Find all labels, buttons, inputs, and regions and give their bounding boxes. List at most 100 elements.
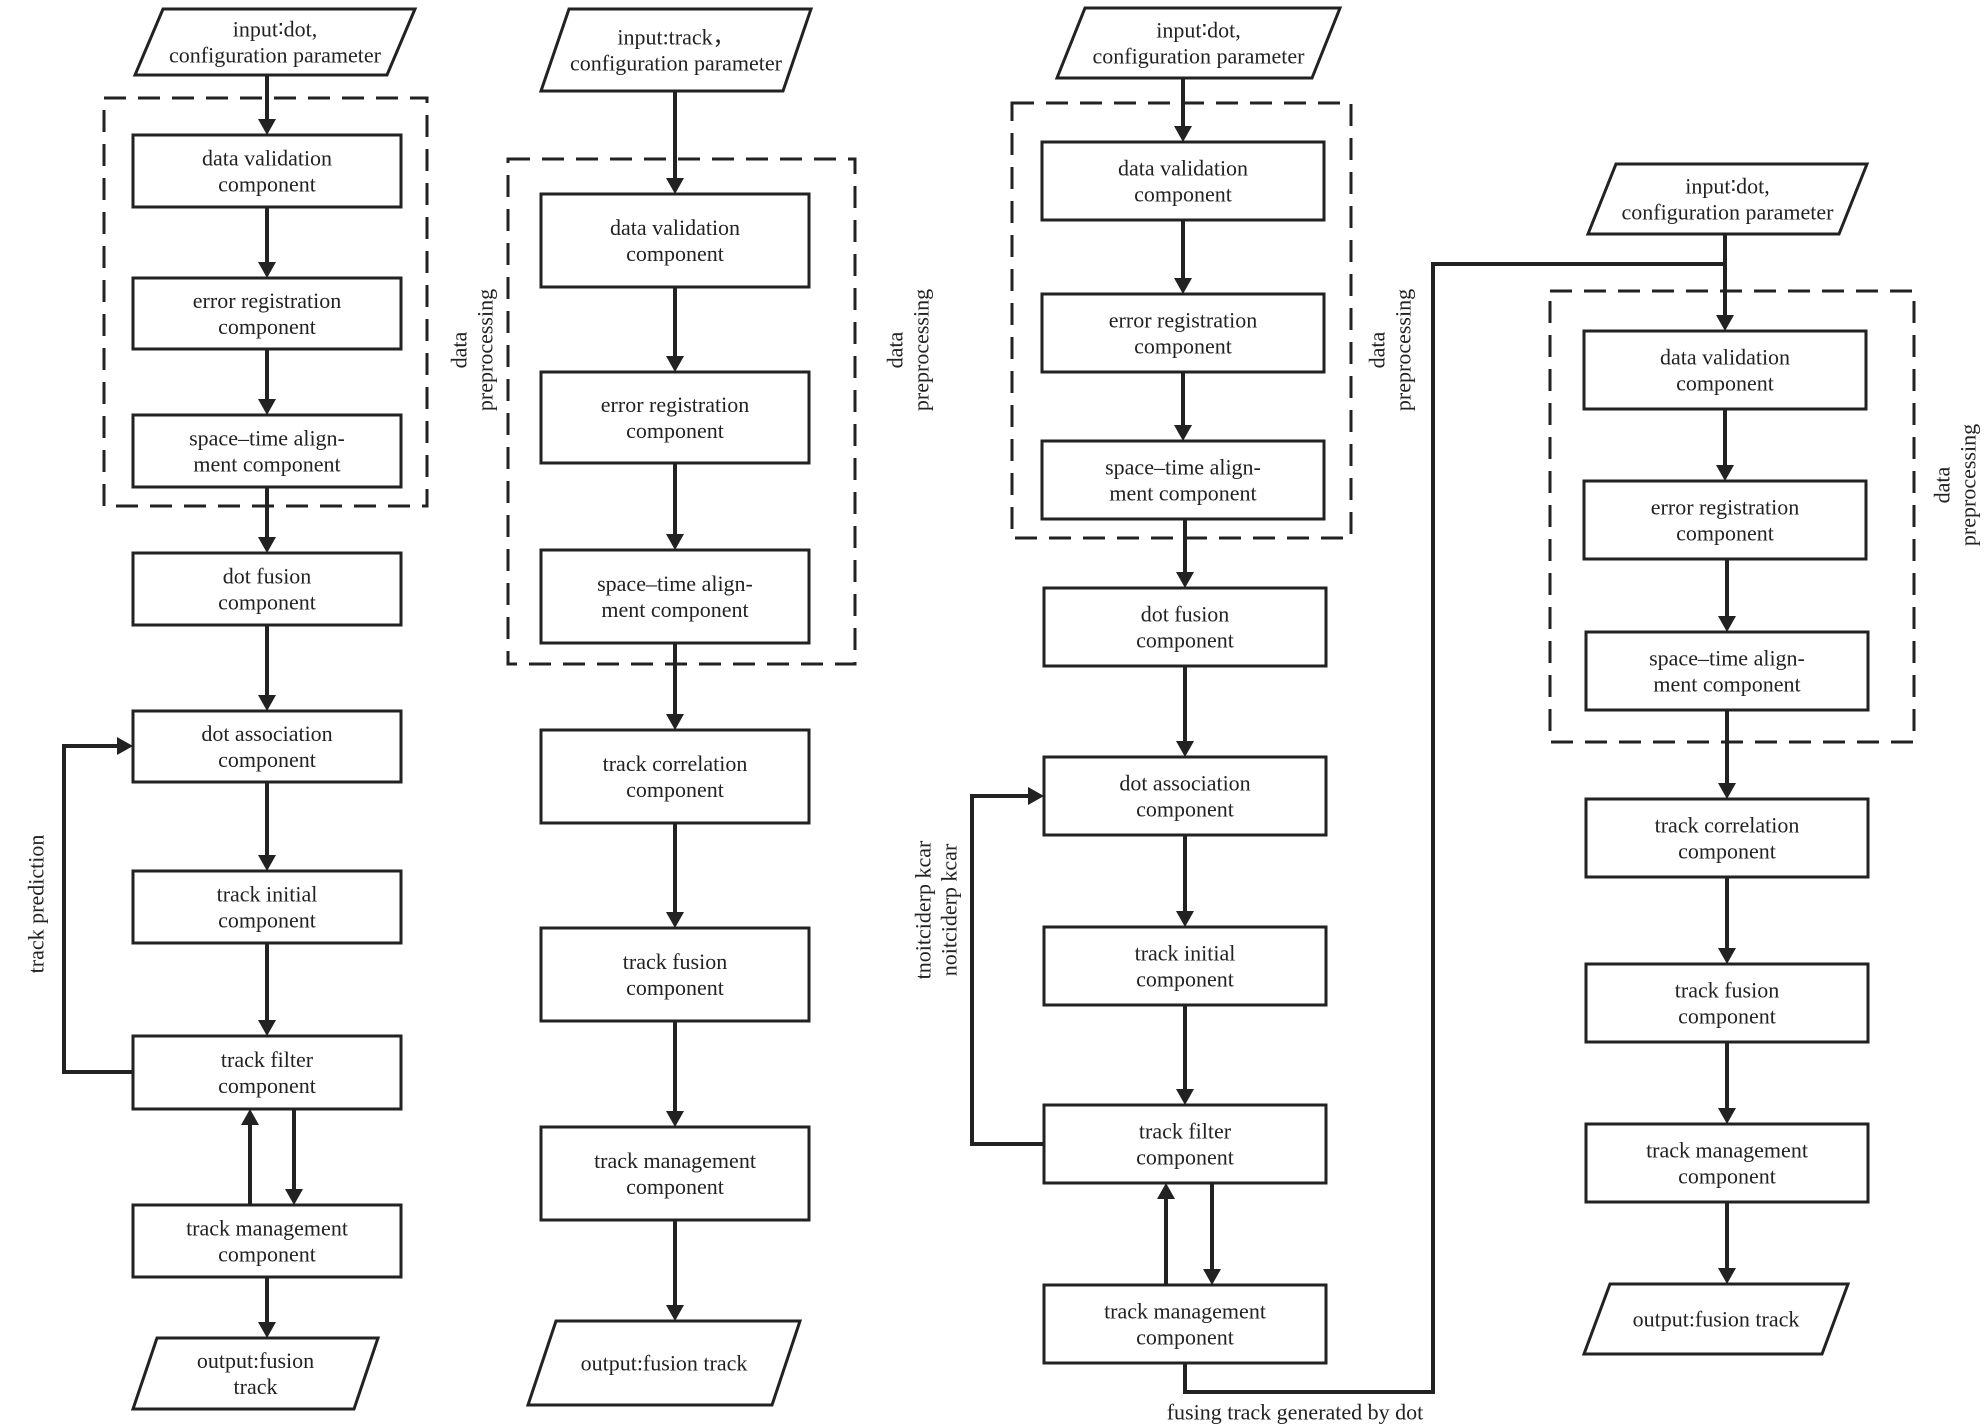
c3-arrow-mgmt-to-filter-head	[1157, 1183, 1175, 1199]
c3-track-management-text: component	[1136, 1325, 1234, 1350]
c3-input	[1054, 6, 1343, 80]
c1-arrow-output-head	[258, 1322, 276, 1338]
c4-track-management-text: component	[1678, 1164, 1776, 1189]
c4-track-fusion-text: component	[1678, 1004, 1776, 1029]
c4-output-text: output:fusion track	[1633, 1307, 1800, 1332]
c2-space-time-alignment-text: space–time align-	[597, 571, 753, 596]
c3-dot-fusion	[1042, 586, 1328, 668]
c1-track-management	[131, 1203, 403, 1279]
c3-feedback-head	[1028, 787, 1044, 805]
c3-arrow-4-head	[1176, 741, 1194, 757]
c4-arrow-4-head	[1718, 948, 1736, 964]
c4-input	[1585, 162, 1870, 236]
c2-track-management	[539, 1125, 811, 1222]
c4-data-preprocessing-label-text: preprocessing	[1956, 424, 1981, 546]
c3-track-prediction-label-text: tnoitciderp kcar	[911, 840, 936, 979]
c4-track-fusion	[1584, 962, 1870, 1044]
c3-feedback-line	[970, 794, 1044, 1146]
c2-arrow-1-head	[666, 356, 684, 372]
c1-error-registration-text: error registration	[193, 288, 341, 313]
c1-arrow-1-head	[258, 262, 276, 278]
c4-data-preprocessing-label-text: data	[1930, 466, 1955, 503]
c4-arrow-output-head	[1718, 1268, 1736, 1284]
c1-output	[130, 1336, 381, 1411]
c4-preprocessing-group	[1548, 289, 1916, 744]
c1-dot-association-text: dot association	[201, 721, 332, 746]
shapes-layer	[62, 6, 1916, 1411]
c2-data-preprocessing-label-right-text: preprocessing	[909, 289, 934, 411]
c4-input-text: configuration parameter	[1622, 200, 1835, 225]
c1-input	[132, 7, 418, 77]
c2-track-management-text: component	[626, 1174, 724, 1199]
c2-data-validation-text: component	[626, 241, 724, 266]
c1-track-prediction-label-text: track prediction	[24, 835, 49, 974]
c3-arrow-2-head	[1174, 425, 1192, 441]
c4-data-validation-text: data validation	[1660, 345, 1790, 370]
c3-track-filter-text: track filter	[1139, 1119, 1232, 1144]
c1-feedback-head	[117, 737, 133, 755]
c1-track-initial-text: track initial	[217, 882, 318, 907]
c1-track-initial	[131, 869, 403, 945]
c2-space-time-alignment	[539, 548, 811, 645]
c1-track-filter-text: component	[218, 1073, 316, 1098]
c3-data-validation-text: component	[1134, 182, 1232, 207]
c2-data-preprocessing-label-right-text: data	[883, 331, 908, 368]
c1-arrow-input-head	[258, 119, 276, 135]
c2-arrow-3-head	[666, 714, 684, 730]
c1-dot-association-text: component	[218, 747, 316, 772]
c1-data-validation	[131, 133, 403, 209]
c4-space-time-alignment-text: ment component	[1653, 672, 1800, 697]
c1-arrow-filter-to-mgmt-head	[285, 1189, 303, 1205]
c1-space-time-alignment-text: space–time align-	[189, 426, 345, 451]
c1-error-registration-text: component	[218, 314, 316, 339]
c4-arrow-1-head	[1716, 465, 1734, 481]
c4-error-registration-text: component	[1676, 521, 1774, 546]
c1-arrow-mgmt-to-filter-head	[241, 1109, 259, 1125]
c1-arrow-2-head	[258, 399, 276, 415]
c2-track-correlation-text: component	[626, 777, 724, 802]
c4-track-correlation	[1584, 797, 1870, 879]
c3-track-management-text: track management	[1104, 1299, 1266, 1324]
c2-data-preprocessing-label-text: preprocessing	[473, 289, 498, 411]
c3-arrow-3-head	[1176, 572, 1194, 588]
c3-data-preprocessing-label-text: data	[1365, 331, 1390, 368]
c3-error-registration-text: component	[1134, 334, 1232, 359]
c3-data-preprocessing-label-text: preprocessing	[1391, 289, 1416, 411]
c1-track-initial-text: component	[218, 908, 316, 933]
c2-data-validation-text: data validation	[610, 215, 740, 240]
c3-dot-association-text: component	[1136, 797, 1234, 822]
c3-track-initial-text: track initial	[1135, 941, 1236, 966]
c2-arrow-4-head	[666, 912, 684, 928]
c3-dot-fusion-text: component	[1136, 628, 1234, 653]
c3-to-c4-connector	[1183, 262, 1725, 1394]
c3-input-text: configuration parameter	[1093, 44, 1306, 69]
c1-error-registration	[131, 276, 403, 351]
c1-track-management-text: track management	[186, 1216, 348, 1241]
c1-input-text: configuration parameter	[169, 43, 382, 68]
c1-arrow-6-head	[258, 1020, 276, 1036]
c4-error-registration	[1582, 479, 1868, 561]
c1-arrow-3-head	[258, 537, 276, 553]
c4-error-registration-text: error registration	[1651, 495, 1799, 520]
c2-track-management-text: track management	[594, 1148, 756, 1173]
c3-arrow-filter-to-mgmt-head	[1203, 1269, 1221, 1285]
c3-track-filter-text: component	[1136, 1145, 1234, 1170]
c2-error-registration-text: error registration	[601, 392, 749, 417]
c4-track-correlation-text: track correlation	[1655, 813, 1800, 838]
c2-track-fusion-text: track fusion	[623, 949, 727, 974]
c4-data-validation	[1582, 329, 1868, 411]
c4-space-time-alignment	[1584, 630, 1870, 712]
c2-input-text: configuration parameter	[570, 51, 783, 76]
c1-track-management-text: component	[218, 1242, 316, 1267]
c4-arrow-5-head	[1718, 1108, 1736, 1124]
c2-preprocessing-group	[506, 157, 857, 666]
c2-track-fusion-text: component	[626, 975, 724, 1000]
c2-output	[525, 1319, 803, 1407]
c4-arrow-input-head	[1716, 315, 1734, 331]
c2-output-text: output:fusion track	[581, 1351, 748, 1376]
c1-space-time-alignment-text: ment component	[193, 452, 340, 477]
c3-fusing-track-label-text: fusing track generated by dot	[1167, 1400, 1424, 1424]
c2-arrow-2-head	[666, 534, 684, 550]
